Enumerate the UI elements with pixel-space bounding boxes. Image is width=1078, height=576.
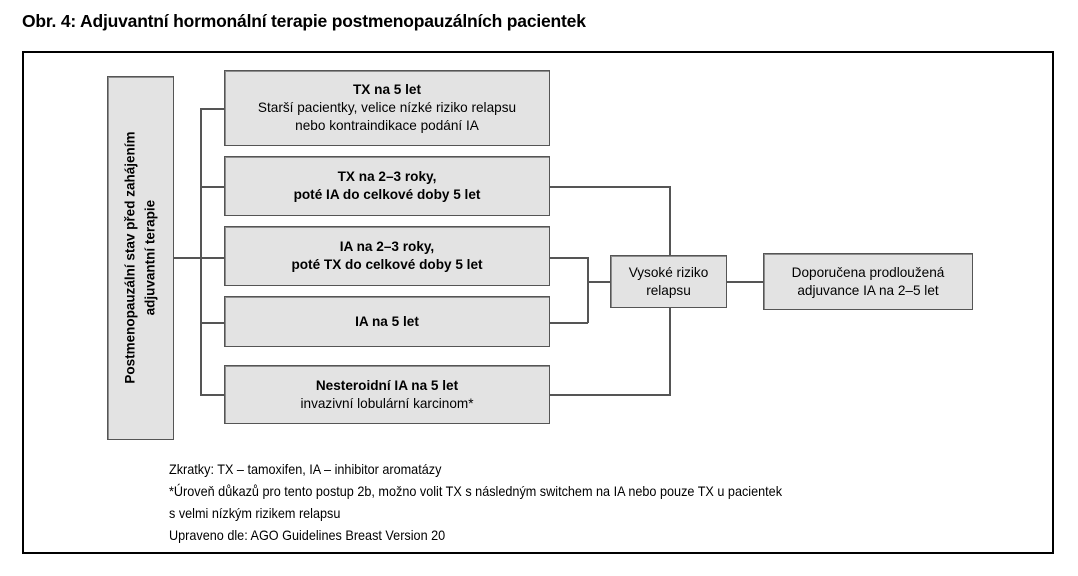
node-option-nesteroidni-ia[interactable]: Nesteroidní IA na 5 let invazivní lobulá… [224,365,550,424]
connector-to-opt-3 [200,257,225,259]
connector-source-stub [174,257,201,259]
node-recommendation-line-2: adjuvance IA na 2–5 let [797,282,939,298]
connector-to-opt-5 [200,394,225,396]
node-source-text: Postmenopauzální stav před zahájením adj… [121,132,160,384]
connector-outer-trunk-top [669,186,671,257]
connector-outer-trunk-bottom [669,307,671,395]
connector-inner-trunk [587,257,589,323]
footnote-line-1: Zkratky: TX – tamoxifen, IA – inhibitor … [169,462,442,477]
node-option-tx-2-3-roky[interactable]: TX na 2–3 roky, poté IA do celkové doby … [224,156,550,216]
node-recommendation[interactable]: Doporučena prodloužená adjuvance IA na 2… [763,253,973,310]
node-option-1-line-3: nebo kontraindikace podání IA [295,117,479,133]
connector-risk-to-recommendation [726,281,765,283]
node-risk-line-1: Vysoké riziko [628,264,709,280]
connector-opt-4-out [549,322,588,324]
node-option-tx-5-let[interactable]: TX na 5 let Starší pacientky, velice níz… [224,70,550,146]
node-risk-line-2: relapsu [646,282,691,298]
node-source-line-2: adjuvantní terapie [142,200,158,316]
node-option-4-line-1: IA na 5 let [355,313,419,329]
node-option-ia-5-let[interactable]: IA na 5 let [224,296,550,347]
node-option-2-line-2: poté IA do celkové doby 5 let [293,187,481,202]
connector-to-opt-4 [200,322,225,324]
footnote-line-2: *Úroveň důkazů pro tento postup 2b, možn… [169,484,783,500]
connector-opt-3-out [549,257,588,259]
node-option-2-line-1: TX na 2–3 roky, [337,169,437,185]
connector-inner-to-risk [587,281,612,283]
node-option-ia-2-3-roky[interactable]: IA na 2–3 roky, poté TX do celkové doby … [224,226,550,286]
node-option-1-line-2: Starší pacientky, velice nízké riziko re… [257,100,517,116]
node-option-5-line-2: invazivní lobulární karcinom* [300,395,474,411]
node-source[interactable]: Postmenopauzální stav před zahájením adj… [107,76,174,440]
node-option-5-line-1: Nesteroidní IA na 5 let [315,377,459,393]
page-title: Obr. 4: Adjuvantní hormonální terapie po… [22,11,586,31]
connector-to-opt-1 [200,108,225,110]
connector-opt-5-out [549,394,671,396]
node-option-3-line-1: IA na 2–3 roky, [339,239,435,255]
node-source-line-1: Postmenopauzální stav před zahájením [122,131,138,385]
connector-to-opt-2 [200,186,225,188]
node-option-1-line-1: TX na 5 let [353,82,421,98]
node-recommendation-line-1: Doporučena prodloužená [791,264,945,280]
connector-opt-2-out [549,186,671,188]
node-high-relapse-risk[interactable]: Vysoké riziko relapsu [610,255,727,308]
footnote-line-3: s velmi nízkým rizikem relapsu [169,506,341,522]
footnote-block: Zkratky: TX – tamoxifen, IA – inhibitor … [169,459,941,548]
footnote-line-4: Upraveno dle: AGO Guidelines Breast Vers… [169,528,446,544]
diagram-frame: Postmenopauzální stav před zahájením adj… [22,51,1054,554]
node-option-3-line-2: poté TX do celkové doby 5 let [291,257,483,272]
connector-left-trunk [200,108,202,395]
